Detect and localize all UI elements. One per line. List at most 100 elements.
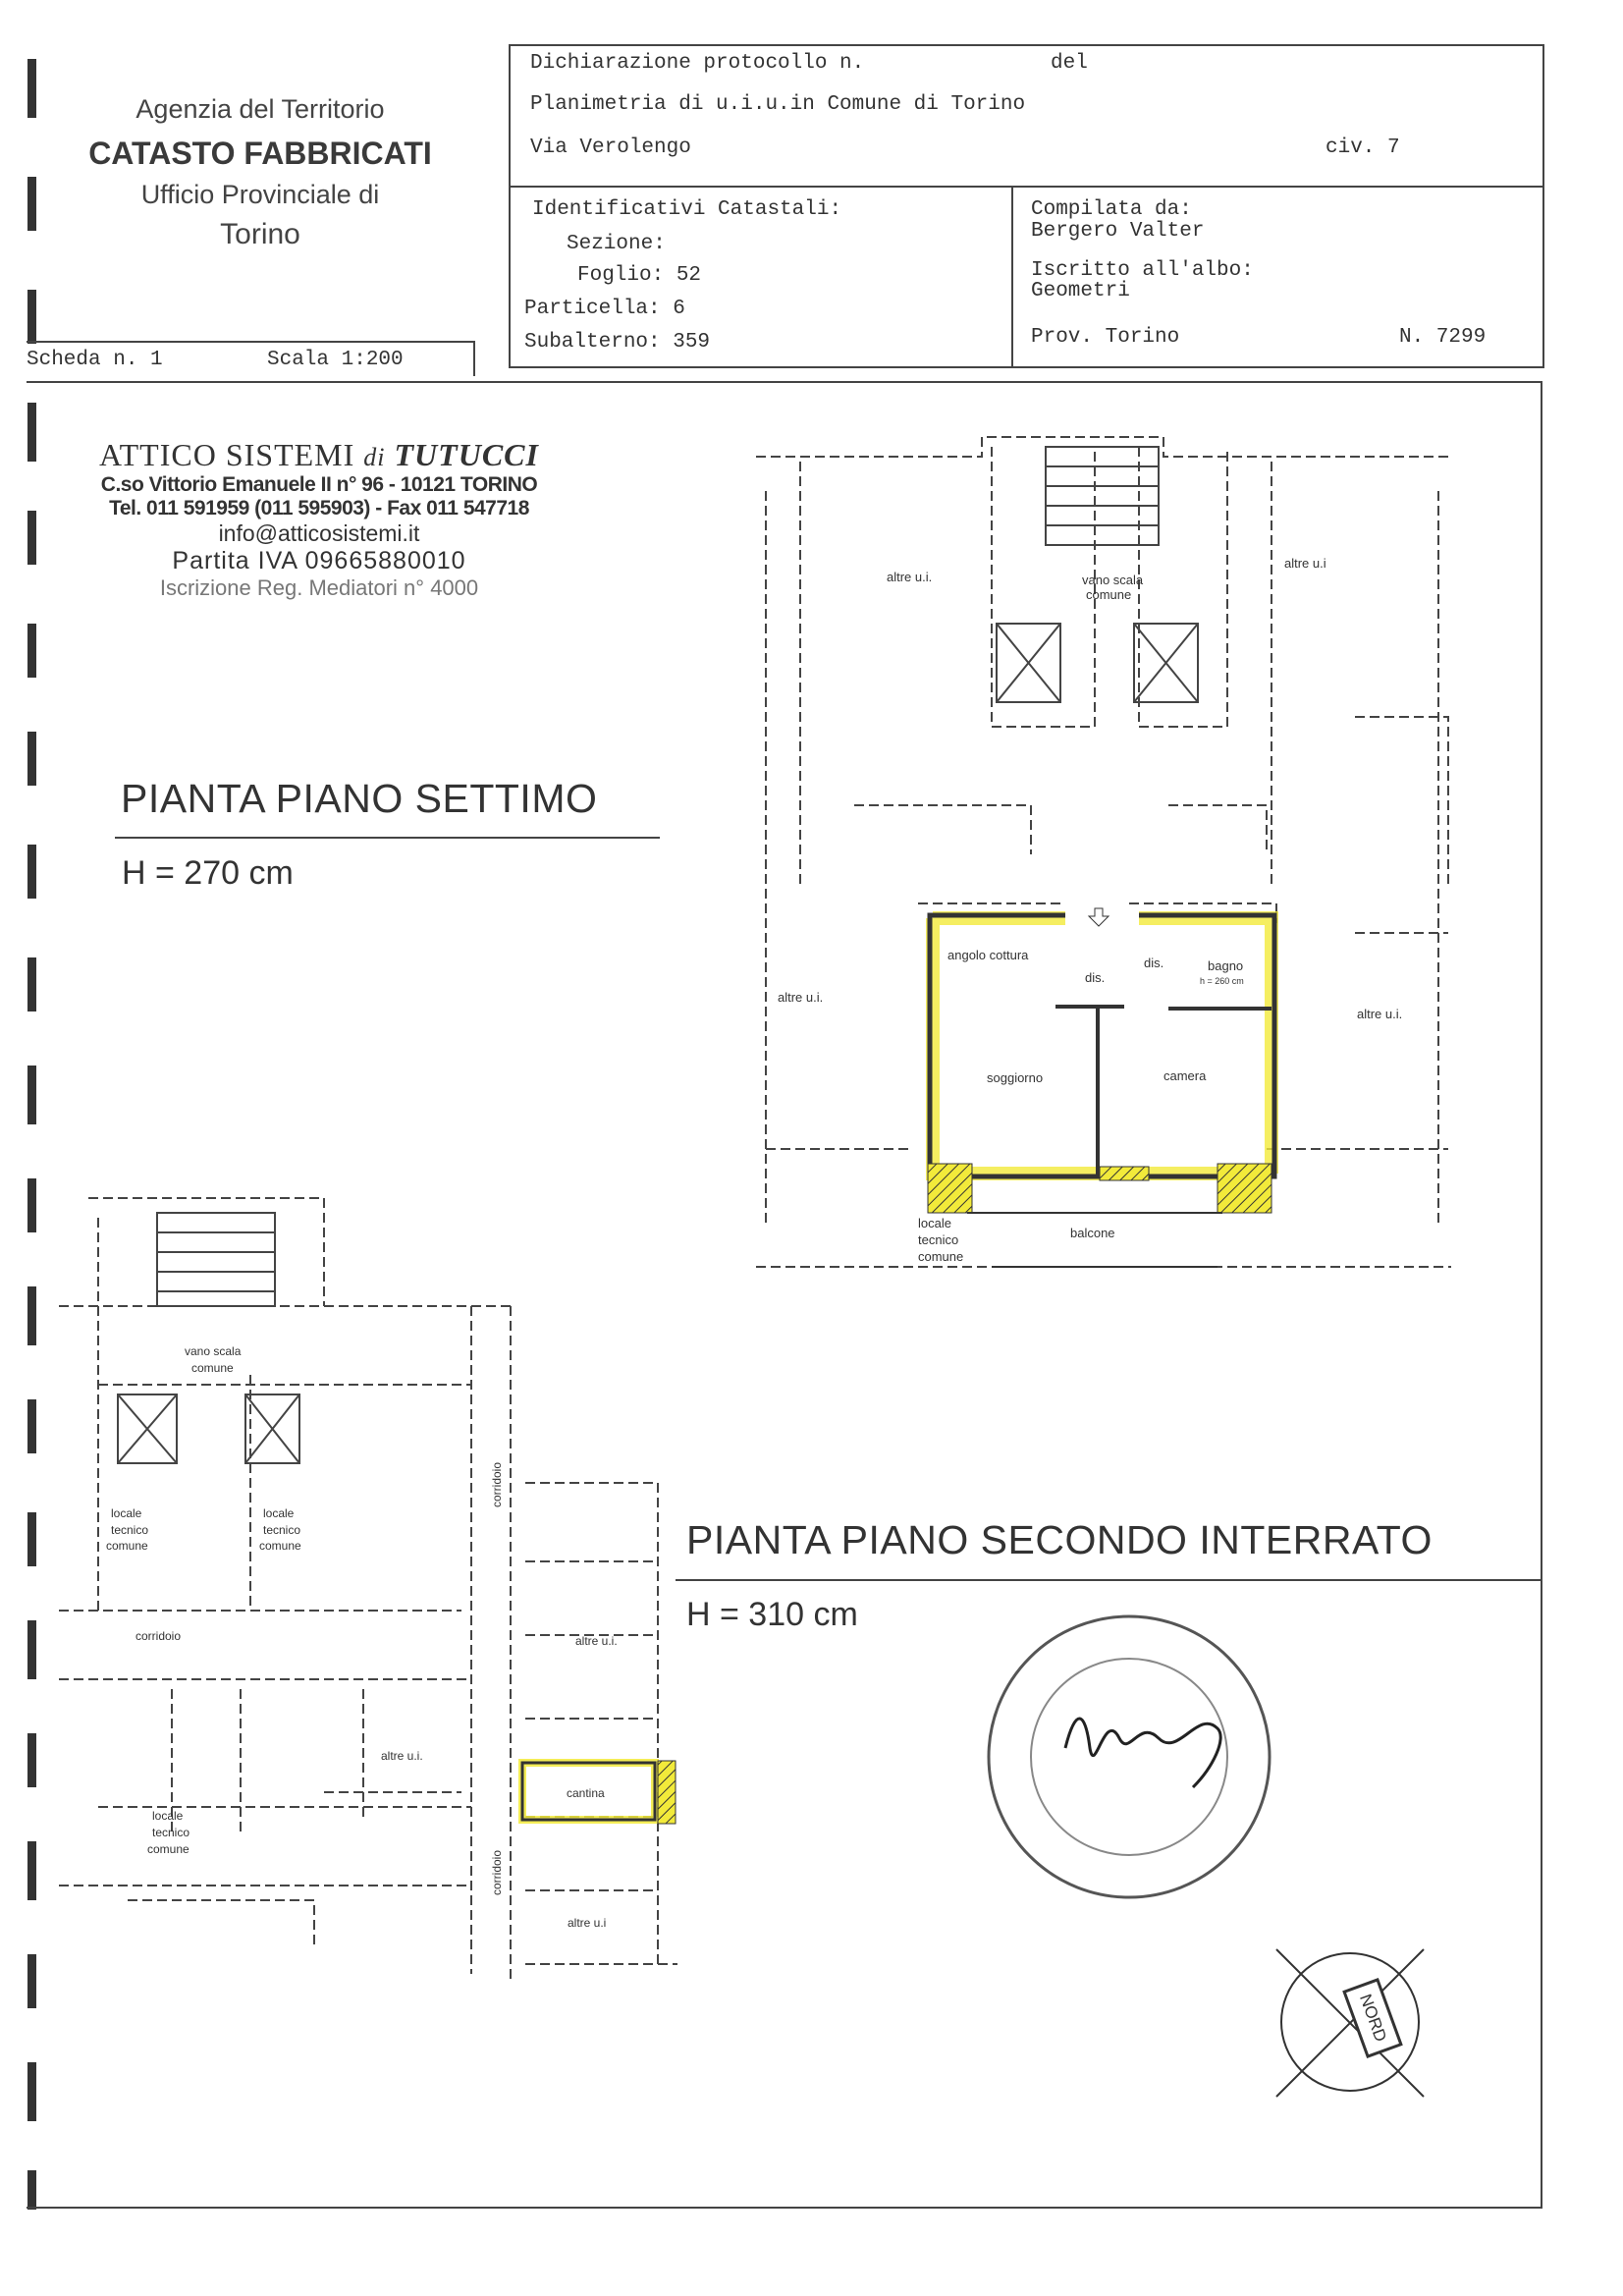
binder-mark [27,403,36,462]
company-email: info@atticosistemi.it [218,520,420,546]
room-label: altre u.i. [575,1634,618,1648]
sezione: Sezione: [567,233,666,255]
company-stamp: ATTICO SISTEMI di TUTUCCI C.so Vittorio … [98,437,540,601]
binder-mark [27,624,36,678]
room-label: locale [111,1506,142,1520]
company-vat: Partita IVA 09665880010 [172,547,466,574]
company-address: C.so Vittorio Emanuele II n° 96 - 10121 … [100,473,538,496]
room-label: tecnico [263,1523,300,1537]
room-label: altre u.i. [381,1749,423,1763]
binder-mark [27,732,36,786]
identifiers-title: Identificativi Catastali: [532,198,842,221]
compiler-label: Compilata da: [1031,198,1192,221]
company-phone: Tel. 011 591959 (011 595903) - Fax 011 5… [109,497,529,519]
binder-mark [27,1286,36,1345]
signature-stamp [987,1614,1271,1899]
basement-title: PIANTA PIANO SECONDO INTERRATO [686,1517,1433,1562]
basement-labels: vano scala comune locale tecnico comune … [106,1344,618,1930]
albo-label: Iscritto all'albo: [1031,259,1254,282]
scale: Scala 1:200 [267,349,404,371]
declaration-box: Dichiarazione protocollo n. del Planimet… [509,44,1544,368]
floor7-height: H = 270 cm [122,854,294,892]
stair-elevators [996,446,1199,703]
del-label: del [1051,52,1088,75]
basement-height: H = 310 cm [686,1596,858,1633]
floor7-labels: altre u.i. vano scala comune altre u.i a… [778,556,1402,1264]
apartment-floor7 [926,907,1278,1268]
binder-mark [27,845,36,899]
agency-name: Agenzia del Territorio [135,94,385,124]
room-label: comune [1086,587,1131,602]
binder-mark [27,59,36,118]
binder-mark [27,290,36,344]
binder-mark [27,1733,36,1787]
scheda-number: Scheda n. 1 [27,349,163,371]
binder-mark [27,1620,36,1679]
planimetria-label: Planimetria di u.i.u.in Comune di Torino [530,93,1026,116]
binder-mark [27,1954,36,2008]
albo-value: Geometri [1031,280,1130,302]
basement-stairs [117,1212,300,1464]
binder-mark [27,2062,36,2121]
room-label: camera [1163,1068,1207,1083]
civic-number: civ. 7 [1325,137,1400,159]
room-label: comune [259,1539,301,1553]
drawing-frame [27,381,1542,2209]
company-registration: Iscrizione Reg. Mediatori n° 4000 [159,575,479,600]
office-city: Torino [220,218,300,250]
cellar-unit [518,1759,676,1825]
room-label: altre u.i. [778,990,823,1005]
company-di: di [363,443,386,471]
subalterno: Subalterno: 359 [524,331,711,354]
room-label: altre u.i. [1357,1007,1402,1021]
room-label: altre u.i [568,1916,606,1930]
room-label: corridoio [135,1629,181,1643]
binder-mark [27,511,36,565]
room-label: dis. [1144,956,1163,970]
particella: Particella: 6 [524,298,685,320]
room-label: altre u.i. [887,570,932,584]
floor7-plan-context [756,436,1451,1268]
room-label: tecnico [918,1232,958,1247]
room-label: soggiorno [987,1070,1043,1085]
street: Via Verolengo [530,137,691,159]
room-label: tecnico [152,1826,189,1839]
office-name: Ufficio Provinciale di [140,180,380,209]
floor7-title: PIANTA PIANO SETTIMO [121,776,598,821]
room-label: corridoio [490,1850,504,1895]
foglio: Foglio: 52 [577,264,702,287]
room-label: comune [918,1249,963,1264]
divider [115,837,660,839]
scheda-box: Scheda n. 1 Scala 1:200 [27,341,475,376]
room-label: angolo cottura [947,948,1029,962]
room-label: bagno [1208,958,1243,973]
binder-mark [27,957,36,1011]
room-label: vano scala [1082,573,1144,587]
company-owner: TUTUCCI [394,437,539,472]
north-arrow-icon: NORD [1275,1948,1425,2098]
room-label: corridoio [490,1462,504,1507]
catasto-title: CATASTO FABBRICATI [88,136,432,171]
binder-mark [27,177,36,231]
basement-plan-context [59,1197,677,1984]
room-label: balcone [1070,1226,1115,1240]
room-label: tecnico [111,1523,148,1537]
binder-mark [27,1178,36,1232]
room-label: comune [106,1539,148,1553]
compiler-number: N. 7299 [1399,326,1487,349]
room-label: locale [152,1809,184,1823]
room-label: h = 260 cm [1200,976,1244,986]
company-name: ATTICO SISTEMI [99,437,355,472]
room-label: cantina [567,1786,605,1800]
room-label: altre u.i [1284,556,1326,571]
binder-mark [27,1841,36,1900]
binder-mark [27,1399,36,1453]
room-label: locale [918,1216,951,1230]
room-label: dis. [1085,970,1105,985]
compiler-province: Prov. Torino [1031,326,1180,349]
binder-mark [27,2170,36,2210]
room-label: locale [263,1506,295,1520]
protocol-label: Dichiarazione protocollo n. [530,52,865,75]
compiler-name: Bergero Valter [1031,220,1205,243]
